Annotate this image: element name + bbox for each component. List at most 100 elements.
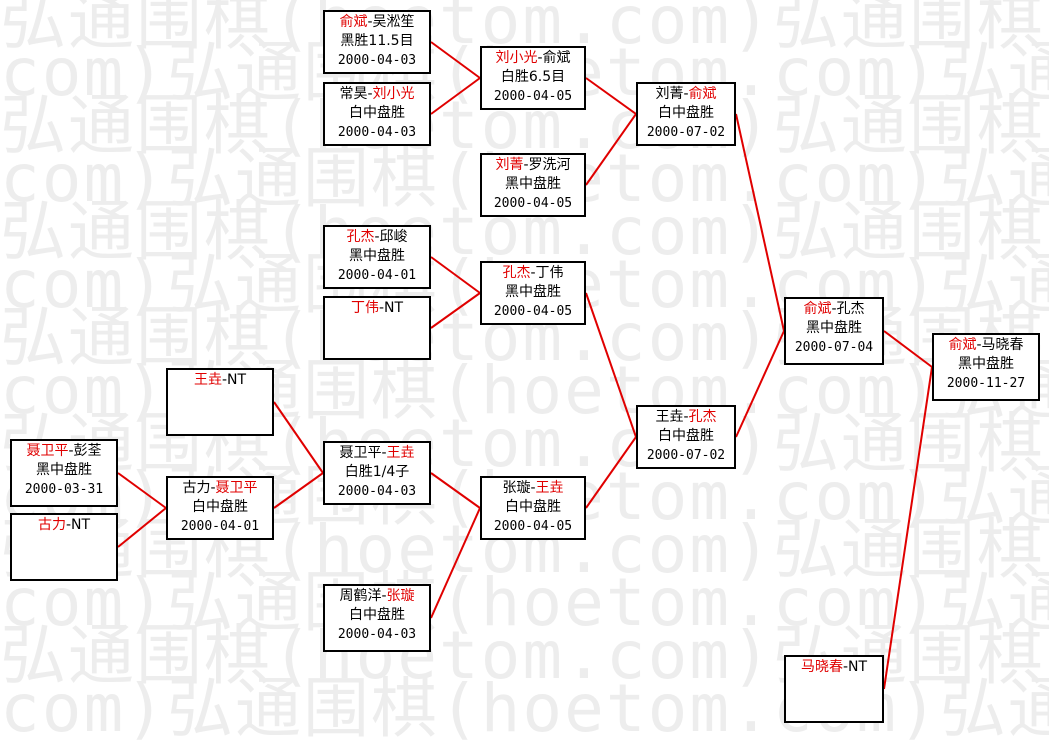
match-result: 黑中盘胜 — [958, 356, 1014, 372]
match-box-m7: 丁伟-NT — [323, 296, 431, 360]
match-date: 2000-04-05 — [493, 304, 573, 319]
player-1-name: 俞斌 — [803, 301, 832, 317]
match-date: 2000-11-27 — [946, 376, 1026, 391]
match-date: 2000-04-03 — [337, 484, 417, 499]
player-1-name: 古力 — [182, 480, 211, 496]
match-players: 周鹤洋-张璇 — [325, 587, 429, 606]
vs-separator: - — [210, 480, 216, 496]
bracket-connector — [430, 292, 481, 329]
player-2-name: NT — [848, 659, 868, 675]
bracket-connector — [585, 113, 637, 186]
bracket-connector — [735, 330, 785, 438]
match-players: 古力-聂卫平 — [168, 479, 272, 498]
player-2-name: 俞斌 — [688, 86, 717, 102]
player-2-name: 罗洗河 — [528, 157, 571, 173]
player-1-name: 王垚 — [193, 372, 222, 388]
player-2-name: 孔杰 — [836, 301, 865, 317]
match-players: 刘菁-罗洗河 — [482, 156, 584, 175]
match-players: 俞斌-孔杰 — [786, 300, 882, 319]
match-players: 聂卫平-彭荃 — [12, 442, 116, 461]
vs-separator: - — [523, 157, 529, 173]
player-1-name: 古力 — [37, 517, 66, 533]
match-players: 马晓春-NT — [786, 658, 882, 677]
match-box-m18: 马晓春-NT — [784, 655, 884, 723]
bracket-connector — [883, 330, 933, 368]
player-1-name: 丁伟 — [350, 300, 379, 316]
match-result: 白中盘胜 — [349, 607, 405, 623]
match-date: 2000-04-03 — [337, 627, 417, 642]
player-2-name: 张璇 — [386, 588, 415, 604]
player-2-name: 马晓春 — [981, 337, 1024, 353]
match-players: 王垚-NT — [168, 371, 272, 390]
bracket-connector — [585, 77, 637, 115]
player-2-name: 王垚 — [386, 445, 415, 461]
bracket-connector — [117, 507, 167, 548]
vs-separator: - — [221, 372, 228, 388]
vs-separator: - — [367, 14, 373, 30]
vs-separator: - — [537, 50, 543, 66]
match-box-m14: 周鹤洋-张璇白中盘胜 2000-04-03 — [323, 584, 431, 652]
bracket-connector — [430, 77, 481, 115]
vs-separator: - — [378, 300, 385, 316]
match-result: 白中盘胜 — [658, 105, 714, 121]
vs-separator: - — [831, 301, 837, 317]
match-result: 白胜6.5目 — [500, 69, 566, 85]
player-2-name: 刘小光 — [372, 86, 415, 102]
bracket-connector — [430, 41, 481, 79]
match-players: 常昊-刘小光 — [325, 85, 429, 104]
match-date: 2000-03-31 — [24, 482, 104, 497]
bracket-connector — [585, 436, 637, 509]
match-result: 黑中盘胜 — [349, 248, 405, 264]
match-players: 丁伟-NT — [325, 299, 429, 318]
player-2-name: 聂卫平 — [215, 480, 258, 496]
vs-separator: - — [68, 443, 74, 459]
vs-separator: - — [367, 86, 373, 102]
match-players: 孔杰-丁伟 — [482, 264, 584, 283]
match-players: 孔杰-邱峻 — [325, 228, 429, 247]
bracket-connector — [430, 507, 481, 619]
match-result: 黑中盘胜 — [505, 284, 561, 300]
match-result: 白中盘胜 — [658, 428, 714, 444]
bracket-connector — [273, 472, 324, 509]
match-date: 2000-07-04 — [794, 340, 874, 355]
match-box-m8: 孔杰-丁伟黑中盘胜 2000-04-05 — [480, 261, 586, 325]
player-2-name: 邱峻 — [379, 229, 408, 245]
vs-separator: - — [683, 409, 689, 425]
match-result: 黑胜11.5目 — [340, 33, 414, 49]
watermark-text: com)弘通围棋(hoetom.com)弘通围棋(hoetom.com) — [0, 570, 1049, 636]
vs-separator: - — [65, 517, 72, 533]
bracket-connector — [273, 401, 324, 474]
player-2-name: NT — [71, 517, 91, 533]
bracket-connector — [585, 292, 637, 438]
vs-separator: - — [842, 659, 849, 675]
bracket-connector — [735, 113, 785, 332]
player-2-name: 王垚 — [535, 480, 564, 496]
bracket-connector — [430, 472, 481, 509]
match-date: 2000-04-01 — [337, 268, 417, 283]
vs-separator: - — [976, 337, 982, 353]
player-1-name: 周鹤洋 — [339, 588, 382, 604]
player-1-name: 马晓春 — [800, 659, 843, 675]
player-1-name: 王垚 — [655, 409, 684, 425]
vs-separator: - — [683, 86, 689, 102]
match-date: 2000-04-05 — [493, 196, 573, 211]
player-1-name: 聂卫平 — [339, 445, 382, 461]
match-date: 2000-04-01 — [180, 519, 260, 534]
match-result: 白中盘胜 — [349, 105, 405, 121]
match-date: 2000-07-02 — [646, 125, 726, 140]
match-players: 刘菁-俞斌 — [638, 85, 734, 104]
player-1-name: 张璇 — [502, 480, 531, 496]
match-players: 聂卫平-王垚 — [325, 444, 429, 463]
player-1-name: 刘菁 — [655, 86, 684, 102]
match-players: 俞斌-吴淞笙 — [325, 13, 429, 32]
